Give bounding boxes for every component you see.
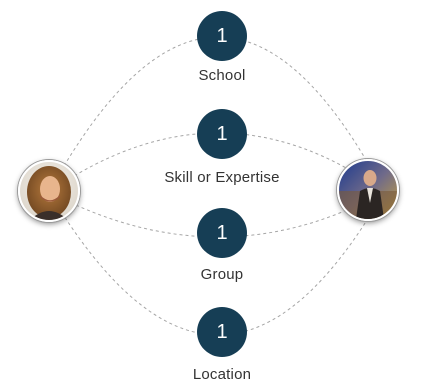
person-man-photo-icon: [339, 161, 397, 219]
school-count-badge[interactable]: 1: [197, 11, 247, 61]
skill-label: Skill or Expertise: [164, 169, 280, 186]
school-label: School: [198, 67, 246, 84]
location-count-badge[interactable]: 1: [197, 307, 247, 357]
skill-count-badge[interactable]: 1: [197, 109, 247, 159]
location-label: Location: [192, 366, 252, 383]
group-count-badge[interactable]: 1: [197, 208, 247, 258]
left-person-avatar[interactable]: [18, 160, 80, 222]
group-label: Group: [200, 266, 244, 283]
person-woman-photo-icon: [20, 162, 78, 220]
right-person-avatar[interactable]: [337, 159, 399, 221]
